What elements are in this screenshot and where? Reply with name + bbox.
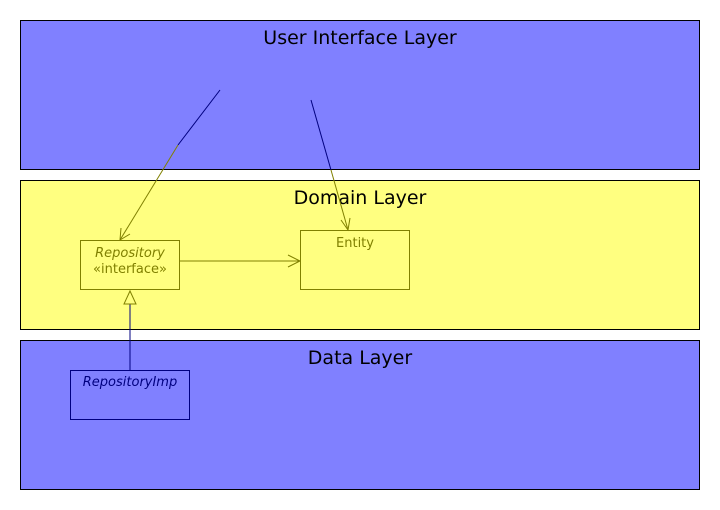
ui-to-entity-line-domain-part	[330, 169, 349, 231]
repository-imp-class-name: RepositoryImp	[82, 375, 178, 390]
repository-imp-realization-arrowhead	[123, 289, 137, 305]
user-interface-layer-title: User Interface Layer	[263, 27, 457, 49]
entity-box[interactable]: Entity	[300, 230, 410, 290]
domain-layer: Domain Layer	[20, 180, 700, 330]
repository-to-entity-arrowhead	[287, 254, 302, 268]
ui-to-repository-line-ui-part	[177, 89, 221, 146]
ui-to-repository-line-domain-part	[119, 144, 179, 241]
repository-stereotype: «interface»	[93, 262, 167, 277]
repository-imp-box[interactable]: RepositoryImp	[70, 370, 190, 420]
entity-class-name: Entity	[336, 236, 374, 251]
repository-class-name: Repository	[95, 246, 165, 261]
data-layer: Data Layer	[20, 340, 700, 490]
ui-to-entity-line-ui-part	[310, 99, 332, 171]
data-layer-title: Data Layer	[307, 347, 413, 369]
repository-interface-box[interactable]: Repository «interface»	[80, 240, 180, 290]
domain-layer-title: Domain Layer	[293, 187, 427, 209]
ui-to-repository-arrowhead	[119, 227, 131, 241]
user-interface-layer: User Interface Layer	[20, 20, 700, 170]
ui-to-entity-arrowhead	[340, 217, 351, 232]
